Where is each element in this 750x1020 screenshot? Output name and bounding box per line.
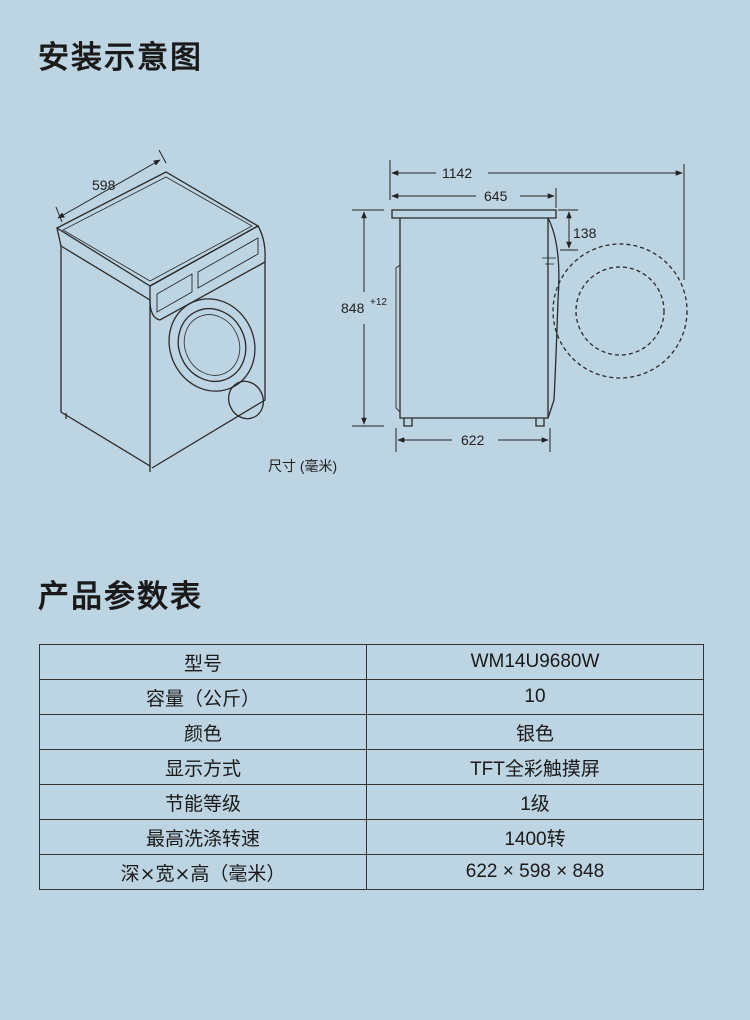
side-dimensions — [352, 160, 685, 452]
install-diagram-title: 安装示意图 — [38, 40, 203, 76]
spec-key: 最高洗涤转速 — [39, 819, 367, 855]
spec-value: 1400转 — [366, 819, 704, 855]
spec-key: 型号 — [39, 644, 367, 680]
spec-table-title: 产品参数表 — [38, 579, 203, 615]
table-row: 深×宽×高（毫米）622 × 598 × 848 — [39, 854, 704, 890]
door-offset-label: 138 — [573, 225, 597, 241]
washer-perspective-view — [55, 171, 266, 472]
body-depth-label: 645 — [484, 188, 508, 204]
installation-diagram: 598 尺寸 (毫米) — [55, 149, 688, 474]
spec-key: 容量（公斤） — [39, 679, 367, 715]
dimension-caption: 尺寸 (毫米) — [268, 458, 337, 474]
spec-value: 银色 — [366, 714, 704, 750]
spec-value: 622 × 598 × 848 — [366, 854, 704, 890]
height-tolerance: +12 — [370, 297, 387, 308]
spec-value: 1级 — [366, 784, 704, 820]
spec-key: 颜色 — [39, 714, 367, 750]
spec-key: 深×宽×高（毫米） — [39, 854, 367, 890]
spec-value: 10 — [366, 679, 704, 715]
front-width-label: 598 — [92, 177, 116, 193]
spec-value: TFT全彩触摸屏 — [366, 749, 704, 785]
feet-depth-label: 622 — [461, 432, 485, 448]
table-row: 容量（公斤）10 — [39, 679, 704, 715]
spec-key: 显示方式 — [39, 749, 367, 785]
spec-key: 节能等级 — [39, 784, 367, 820]
spec-value: WM14U9680W — [366, 644, 704, 680]
total-depth-label: 1142 — [442, 165, 472, 181]
table-row: 颜色银色 — [39, 714, 704, 750]
front-width-dimension — [55, 149, 167, 223]
height-label: 848 — [341, 300, 365, 316]
washer-side-view — [391, 209, 688, 427]
